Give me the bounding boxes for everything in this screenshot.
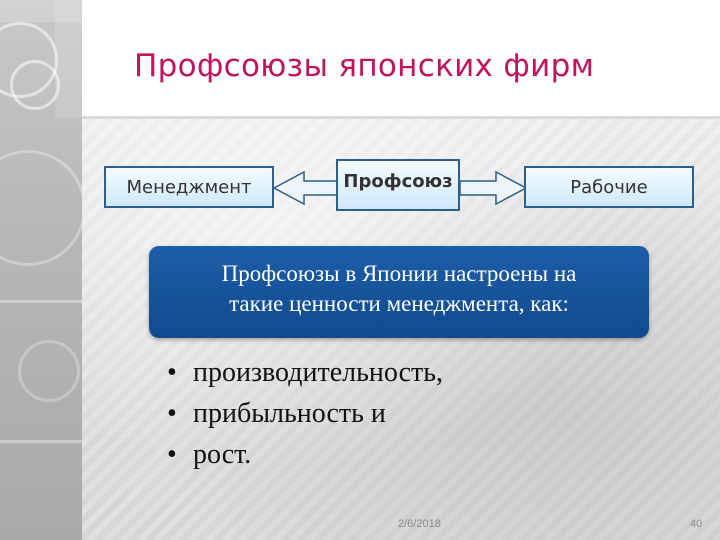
callout-line: Профсоюзы в Японии настроены на (149, 259, 649, 289)
union-box: Профсоюз (336, 159, 460, 211)
decor-tile (55, 0, 82, 118)
bullet-list: •производительность, •прибыльность и •ро… (167, 354, 443, 477)
list-item-text: прибыльность и (193, 398, 386, 429)
bullet-icon: • (167, 395, 193, 433)
decor-ring (0, 150, 82, 266)
page-number: 40 (690, 518, 702, 530)
workers-label: Рабочие (570, 177, 647, 198)
right-arrow-icon (460, 172, 526, 204)
callout-line: такие ценности менеджмента, как: (149, 289, 649, 319)
left-arrow-icon (274, 172, 340, 204)
slide-title: Профсоюзы японских фирм (134, 48, 594, 84)
union-label: Профсоюз (343, 171, 452, 192)
decor-line (0, 440, 82, 443)
list-item: •рост. (167, 436, 443, 477)
management-box: Менеджмент (104, 166, 274, 208)
management-label: Менеджмент (126, 177, 251, 198)
list-item: •производительность, (167, 354, 443, 395)
workers-box: Рабочие (524, 166, 694, 208)
list-item-text: рост. (193, 439, 251, 470)
footer-date: 2/6/2018 (398, 518, 441, 530)
title-divider (82, 116, 720, 119)
decor-ring (18, 340, 80, 402)
decorative-side-panel (0, 0, 82, 540)
decor-ring (10, 60, 60, 110)
decor-line (0, 300, 82, 303)
bullet-icon: • (167, 354, 193, 392)
list-item-text: производительность, (193, 357, 443, 388)
callout-box: Профсоюзы в Японии настроены на такие це… (149, 246, 649, 338)
bullet-icon: • (167, 436, 193, 474)
list-item: •прибыльность и (167, 395, 443, 436)
